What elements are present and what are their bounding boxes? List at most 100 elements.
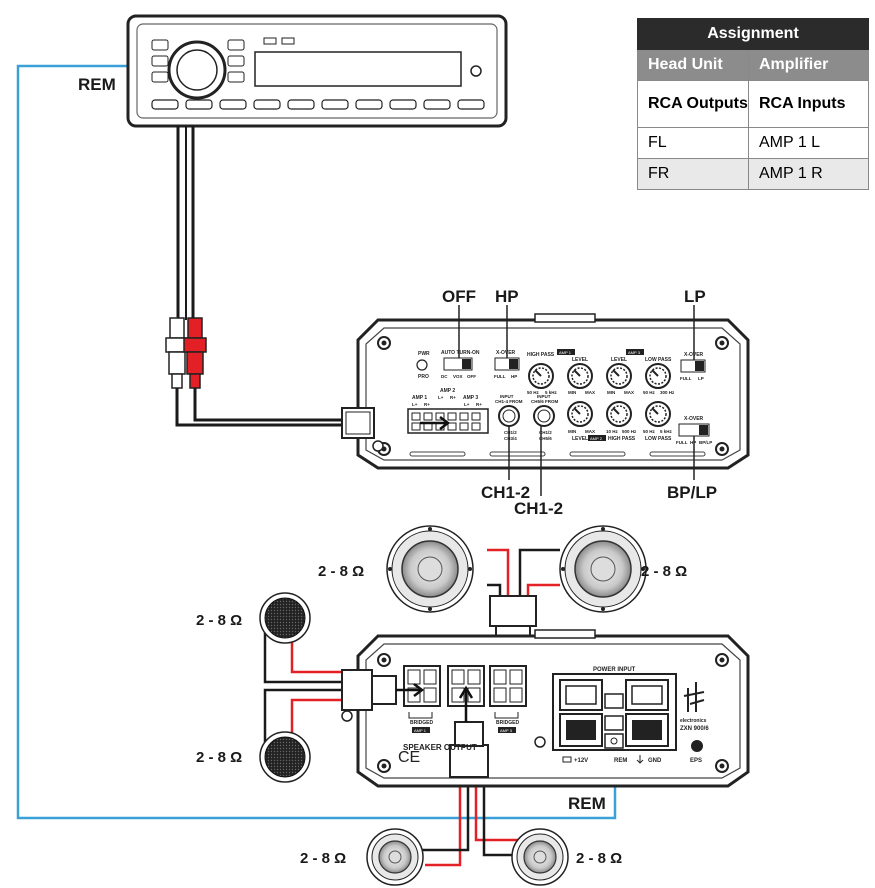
speaker-icon [511, 828, 569, 886]
ch12-label-a: CH1-2 [481, 483, 530, 502]
gnd-text: GND [648, 758, 662, 764]
pwr-led-icon [416, 359, 428, 371]
amp3-tag-text: AMP 3 [628, 350, 641, 355]
speaker-terminal-amp3[interactable] [489, 665, 527, 707]
pro-text: PRO [418, 374, 429, 380]
power-input-text: POWER INPUT [593, 667, 636, 673]
tweeter-icon [259, 592, 311, 644]
arrow-icon [458, 685, 474, 722]
table-subheader-rca-inputs: RCA Inputs [748, 80, 869, 128]
min-text-a: MIN [568, 390, 576, 395]
rplus-text-a: R+ [450, 395, 456, 400]
ohm-label: 2 - 8 Ω [196, 749, 242, 766]
knob-icon[interactable] [567, 401, 593, 427]
level-text-a: LEVEL [572, 357, 588, 363]
table-row: FR AMP 1 R [637, 158, 869, 190]
knob-icon[interactable] [567, 363, 593, 389]
hz300-text: 300 Hz [660, 390, 675, 395]
eps-text: EPS [690, 758, 702, 764]
input-ch14-text: CH1-4 FROM [495, 399, 523, 404]
rplus-text-c: R+ [476, 402, 482, 407]
rca-input-terminal[interactable] [407, 408, 489, 434]
full-text-b: FULL [680, 376, 692, 381]
power-input-terminal[interactable] [552, 673, 677, 751]
speaker-terminal-amp1[interactable] [403, 665, 441, 707]
ch12-small-text-a: CH1/2 [504, 430, 517, 435]
input-selector-knob-icon[interactable] [498, 405, 520, 427]
tweeter-icon [259, 731, 311, 783]
level-text-c: LEVEL [572, 436, 588, 442]
ch34-small-text: CH3/4 [504, 436, 517, 441]
lplus-text-c: L+ [464, 402, 470, 407]
low-pass-text-a: LOW PASS [645, 357, 672, 363]
hp-small-text-b: HP [690, 440, 696, 445]
xover-amp1-text: X-OVER [496, 350, 516, 356]
table-cell-head: FR [637, 158, 749, 190]
table-header-amplifier: Amplifier [748, 49, 869, 81]
hp-label: HP [495, 287, 519, 306]
ohm-label: 2 - 8 Ω [576, 850, 622, 867]
amp2-tag-text: AMP 2 [590, 436, 603, 441]
table-cell-amp: AMP 1 R [748, 158, 869, 190]
knob-icon[interactable] [606, 363, 632, 389]
full-text-a: FULL [494, 374, 506, 379]
knob-icon[interactable] [645, 401, 671, 427]
full-text-c: FULL [676, 440, 688, 445]
knob-icon[interactable] [528, 363, 554, 389]
ohm-label: 2 - 8 Ω [300, 850, 346, 867]
table-subheader-rca-outputs: RCA Outputs [637, 80, 749, 128]
bridged-text-a: BRIDGED [410, 720, 433, 726]
hz50-text-a: 50 Hz [527, 390, 540, 395]
speaker-output-text: SPEAKER OUTPUT [403, 743, 477, 752]
arrow-icon [420, 416, 451, 430]
rem-label-bottom: REM [568, 794, 606, 813]
high-pass-text-b: HIGH PASS [608, 436, 636, 442]
pwr-text: PWR [418, 351, 430, 357]
table-cell-head: FL [637, 127, 749, 159]
knob-icon[interactable] [606, 401, 632, 427]
ohm-label: 2 - 8 Ω [196, 612, 242, 629]
bplp-small-text: BP/LP [699, 440, 712, 445]
rem-small-text: REM [614, 758, 627, 764]
brand-logo-icon [683, 682, 705, 712]
dc-text: DC [441, 374, 448, 379]
khz5-text-a: 5 kHz [545, 390, 558, 395]
amp3-bottom-tag: AMP 3 [500, 728, 513, 733]
hz500-text: 500 Hz [622, 429, 637, 434]
ohm-label: 2 - 8 Ω [641, 563, 687, 580]
knob-icon[interactable] [645, 363, 671, 389]
head-unit-display [254, 51, 462, 87]
table-cell-amp: AMP 1 L [748, 127, 869, 159]
lp-label: LP [684, 287, 706, 306]
eps-icon [691, 740, 703, 752]
rca-plug-connector [341, 407, 375, 439]
max-text-a: MAX [585, 390, 595, 395]
low-pass-text-b: LOW PASS [645, 436, 672, 442]
amp2-input-text: AMP 2 [440, 388, 455, 394]
high-pass-text: HIGH PASS [527, 352, 555, 358]
off-label: OFF [442, 287, 476, 306]
amplifier-control-panel: PWR PRO AUTO TURN-ON DC VOX OFF X-OVER F… [341, 313, 750, 470]
khz5-text-b: 5 kHz [660, 429, 673, 434]
rca-plug-red [183, 317, 207, 389]
amplifier-terminal-panel: BRIDGED AMP 1 BRIDGED AMP 3 SPEAKER OUTP… [341, 629, 750, 788]
lplus-text-a: L+ [438, 395, 444, 400]
max-text-b: MAX [624, 390, 634, 395]
amp1-input-text: AMP 1 [412, 395, 427, 401]
max-text-c: MAX [585, 429, 595, 434]
assignment-table: Assignment Head Unit Amplifier RCA Outpu… [637, 18, 869, 190]
table-row: FL AMP 1 L [637, 127, 869, 159]
table-header-head-unit: Head Unit [637, 49, 749, 81]
amp3-input-text: AMP 3 [463, 395, 478, 401]
hz10-text: 10 Hz [606, 429, 619, 434]
lplus-text-b: L+ [412, 402, 418, 407]
speaker-icon [559, 525, 647, 613]
model-text: ZXN 900/6 [680, 726, 709, 732]
input-selector-knob-icon[interactable] [533, 405, 555, 427]
rplus-text-b: R+ [424, 402, 430, 407]
input-text-a: INPUT [500, 394, 514, 399]
rem-label-top: REM [78, 75, 116, 94]
amp1-tag-text: AMP 1 [559, 350, 572, 355]
auto-turn-on-text: AUTO TURN-ON [441, 350, 480, 356]
